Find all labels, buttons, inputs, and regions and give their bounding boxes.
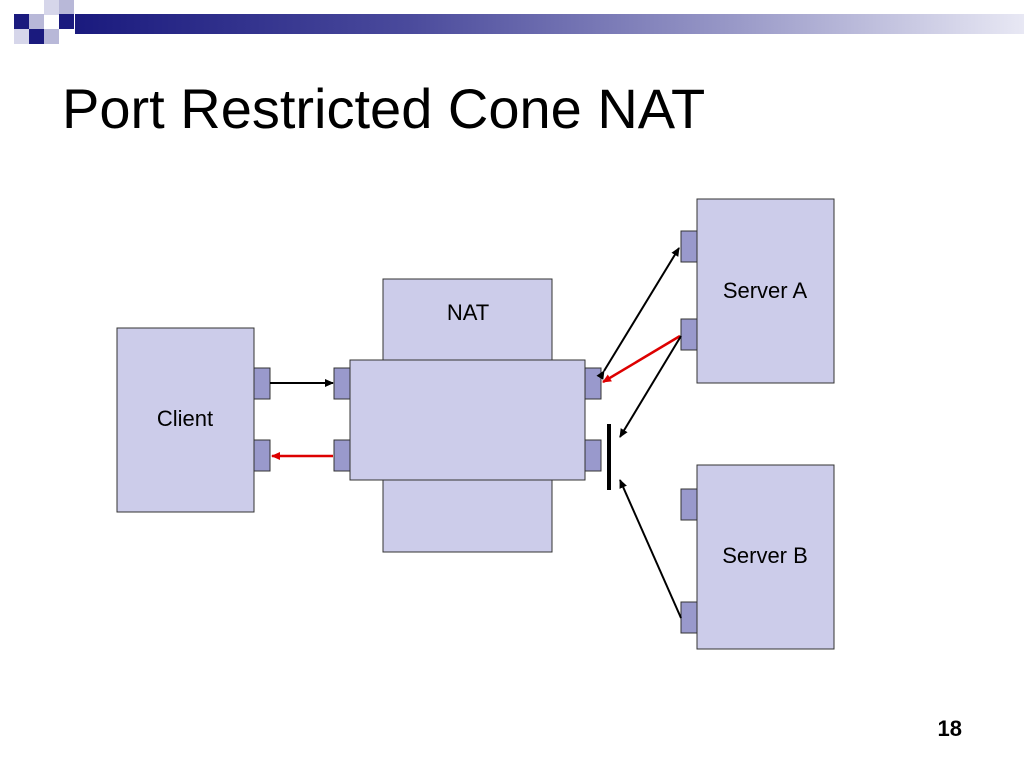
header-square-light-3 [44, 29, 59, 44]
header-square-light-2 [59, 0, 74, 15]
header-square-light-1 [29, 14, 44, 29]
header-square-dark-3 [59, 14, 74, 29]
server-a-box [696, 198, 835, 384]
server-b-node: Server B [680, 464, 835, 650]
server-b-box [696, 464, 835, 650]
nat-node: NAT [333, 278, 602, 553]
header-square-dark-1 [14, 14, 29, 29]
nat-port-internal-top [333, 367, 351, 400]
client-port-in [253, 439, 271, 472]
nat-port-external-top [584, 367, 602, 400]
header-gradient-bar [75, 14, 1024, 34]
arrow-server-b-blocked [619, 479, 682, 619]
server-a-port-bottom [680, 318, 698, 351]
nat-port-external-bottom [584, 439, 602, 472]
header-square-light-5 [14, 29, 29, 44]
client-box [116, 327, 255, 513]
arrow-nat-server-a [596, 247, 680, 380]
header-square-dark-2 [29, 29, 44, 44]
page-number: 18 [937, 716, 962, 741]
client-label: Client [157, 406, 213, 431]
server-b-port-bottom [680, 601, 698, 634]
server-a-node: Server A [680, 198, 835, 384]
client-port-out [253, 367, 271, 400]
nat-label: NAT [447, 300, 489, 325]
arrow-server-a-blocked [619, 335, 682, 438]
slide-title: Port Restricted Cone NAT [62, 77, 706, 140]
server-b-port-top [680, 488, 698, 521]
header-square-light-4 [44, 0, 59, 15]
client-node: Client [116, 327, 271, 513]
server-a-label: Server A [723, 278, 808, 303]
nat-port-internal-bottom [333, 439, 351, 472]
nat-box-wide [349, 359, 586, 481]
arrow-server-a-to-nat-reply [602, 334, 681, 384]
server-a-port-top [680, 230, 698, 263]
server-b-label: Server B [722, 543, 808, 568]
